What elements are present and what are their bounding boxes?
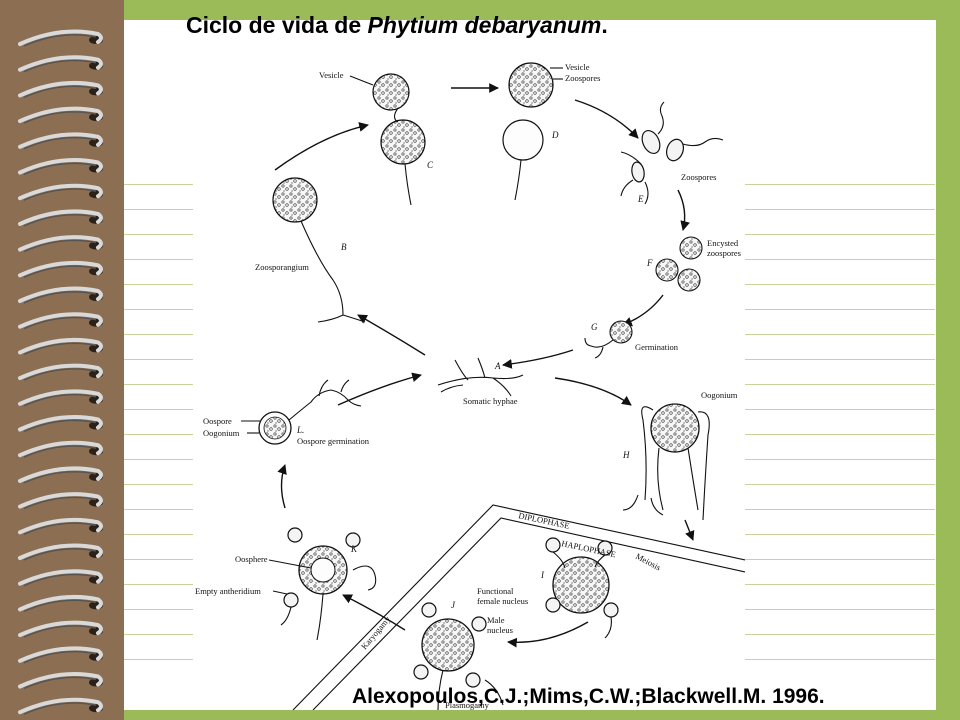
slide-title: Ciclo de vida de Phytium debaryanum. [186,12,608,38]
label-male: Male [487,615,505,625]
stage-letter-c: C [427,160,434,170]
binding-coil [18,697,103,715]
label-zoospores-f: zoospores [707,248,741,258]
stage-k-oosphere: K Oosphere Empty antheridium [195,527,377,641]
stage-l-oospore-germination: L. Oospore Oogonium Oospore germination [203,379,370,446]
label-empty-antheridium: Empty antheridium [195,586,261,596]
stage-j-plasmogamy: J Functional female nucleus Male nucleus… [413,586,528,711]
spiral-binding [0,0,124,720]
label-nucleus: nucleus [487,625,513,635]
stage-letter-a: A [494,361,501,371]
binding-coil [18,517,103,535]
arrow-g-to-a [502,349,574,369]
label-zoospores-e: Zoospores [681,172,716,182]
binding-coil [18,569,103,587]
arrow-d-to-e [574,99,639,139]
stage-letter-l: L. [296,425,304,435]
stage-letter-b: B [341,242,347,252]
label-encysted: Encysted [707,238,739,248]
arrow-k-to-l [277,464,287,509]
label-plasmogamy: Plasmogamy [445,700,490,710]
label-vesicle-c: Vesicle [319,70,344,80]
label-somatic-hyphae: Somatic hyphae [463,396,518,406]
binding-coil [18,106,103,124]
stage-letter-k: K [350,544,358,554]
label-oogonium-h: Oogonium [701,390,738,400]
arrow-h-to-i [684,519,695,541]
label-zoosporangium: Zoosporangium [255,262,309,272]
binding-coil [18,646,103,664]
stage-letter-f: F [646,258,653,268]
binding-coil [18,594,103,613]
binding-coil [18,389,103,407]
stage-letter-e: E [637,194,644,204]
stage-h-oogonium: H Oogonium [622,390,738,521]
stage-letter-j: J [451,600,456,610]
citation-credit: Alexopoulos,C.J.;Mims,C.W.;Blackwell.M. … [352,685,825,708]
label-female-nucleus: female nucleus [477,596,528,606]
binding-coil [18,183,103,201]
species-name: Phytium debaryanum [367,12,602,38]
stage-b-zoosporangium: B Zoosporangium [255,177,366,323]
life-cycle-figure: A Somatic hyphae B Zoosporangium C Vesic… [195,62,746,711]
binding-coil [18,132,103,150]
label-oosphere: Oosphere [235,554,268,564]
binding-coil [18,55,103,73]
binding-coil [18,260,103,278]
life-cycle-diagram: A Somatic hyphae B Zoosporangium C Vesic… [193,40,746,711]
binding-coil [18,672,103,690]
stage-d-zoospores: D Vesicle Zoospores [502,62,600,201]
arrow-l-to-a [337,372,422,406]
arrow-f-to-g [622,294,664,327]
stage-letter-h: H [622,450,630,460]
binding-coil [18,337,103,356]
binding-coil [18,80,103,99]
label-oogonium-l: Oogonium [203,428,240,438]
stage-letter-d: D [551,130,559,140]
binding-coil [18,209,103,227]
binding-coil [18,286,103,304]
stage-letter-g: G [591,322,598,332]
arrow-e-to-f [677,189,690,231]
label-vesicle-d: Vesicle [565,62,590,72]
stage-letter-i: I [540,570,545,580]
binding-coil [18,492,103,510]
stage-i-meiosis: I [540,537,619,639]
binding-coil [18,158,103,176]
label-oospore: Oospore [203,416,232,426]
arrow-a-to-b [357,314,426,356]
binding-coil [18,466,103,484]
label-zoospores-d: Zoospores [565,73,600,83]
arrow-b-to-c [274,122,369,171]
label-meiosis: Meiosis [634,551,662,572]
arrow-j-to-k [342,594,406,631]
stage-f-encysted: F Encysted zoospores [646,236,741,292]
binding-coil [18,440,103,458]
binding-coil [18,363,103,381]
arrow-a-to-h [554,377,632,406]
label-functional: Functional [477,586,514,596]
label-germination: Germination [635,342,679,352]
stage-c-vesicle: C Vesicle [319,70,434,206]
diplophase-line [292,504,746,711]
label-oospore-germination: Oospore germination [297,436,370,446]
binding-coil [18,29,103,47]
arrow-i-to-j [507,621,589,648]
stage-g-germination: G Germination [584,320,679,359]
haplophase-line [312,517,746,711]
binding-coil [18,543,103,561]
binding-coil [18,235,103,253]
stage-a-somatic-hyphae: A Somatic hyphae [437,357,524,406]
binding-coil [18,620,103,638]
binding-coil [18,312,103,330]
stage-e-zoospores: E Zoospores [620,101,724,205]
binding-coil [18,415,103,433]
